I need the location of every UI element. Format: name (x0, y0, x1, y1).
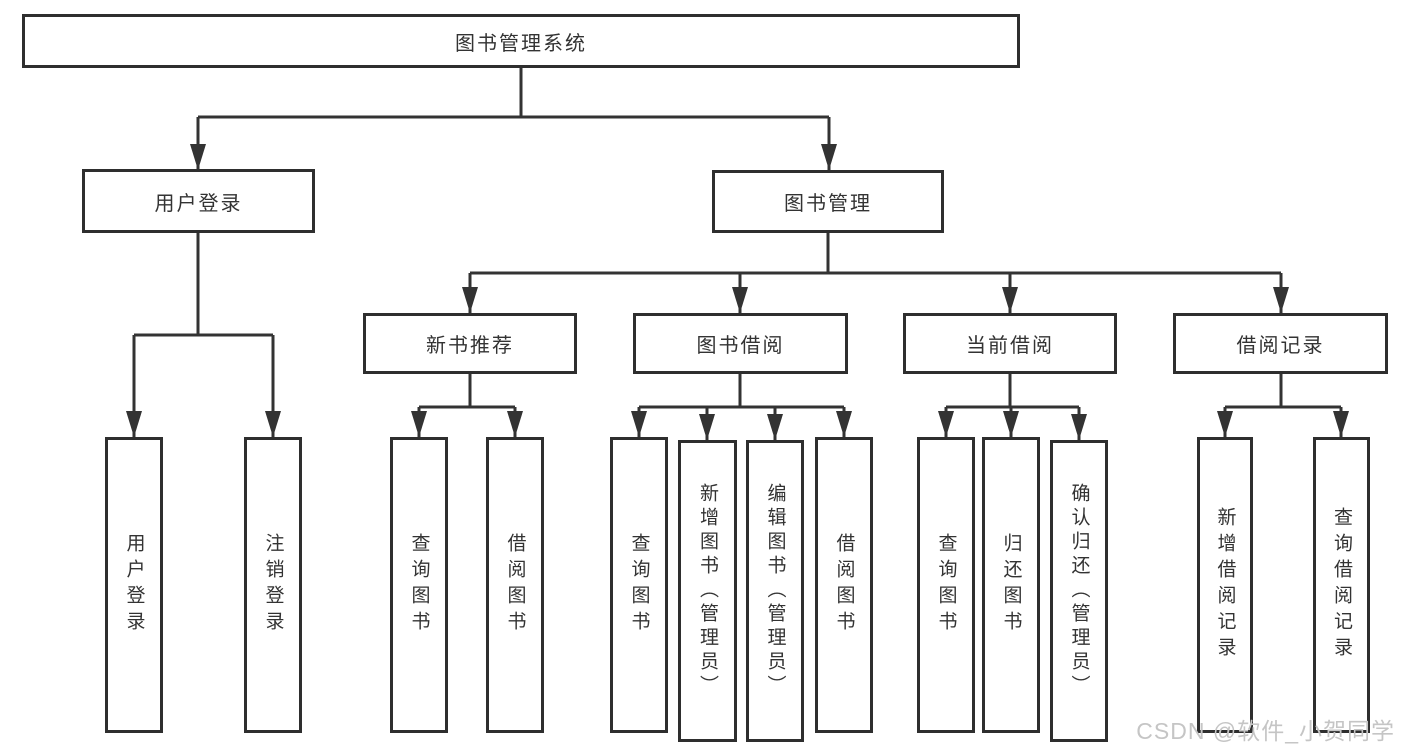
group-node-current-borrowing: 当前借阅 (903, 313, 1117, 374)
branch-node-user-login: 用户登录 (82, 169, 315, 233)
root-node-system-title: 图书管理系统 (22, 14, 1020, 68)
leaf-node-borrow-books: 借阅图书 (815, 437, 873, 733)
leaf-node-borrow-books: 借阅图书 (486, 437, 544, 733)
leaf-node-user-login: 用户登录 (105, 437, 163, 733)
group-node-borrowing-records: 借阅记录 (1173, 313, 1388, 374)
leaf-node-add-books-admin: 新增图书（管理员） (678, 440, 737, 742)
leaf-node-add-borrow-record: 新增借阅记录 (1197, 437, 1253, 733)
arrowheads (126, 144, 1349, 440)
leaf-node-query-books: 查询图书 (390, 437, 448, 733)
group-node-book-borrowing: 图书借阅 (633, 313, 848, 374)
leaf-node-query-books: 查询图书 (917, 437, 975, 733)
group-node-new-book-recommend: 新书推荐 (363, 313, 577, 374)
leaf-node-edit-books-admin: 编辑图书（管理员） (746, 440, 804, 742)
leaf-node-logout: 注销登录 (244, 437, 302, 733)
csdn-watermark: CSDN @软件_小贺同学 (1136, 718, 1395, 744)
branch-node-book-management: 图书管理 (712, 170, 944, 233)
leaf-node-return-books: 归还图书 (982, 437, 1040, 733)
leaf-node-confirm-return-admin: 确认归还（管理员） (1050, 440, 1108, 742)
leaf-node-query-books: 查询图书 (610, 437, 668, 733)
leaf-node-query-borrow-record: 查询借阅记录 (1313, 437, 1370, 733)
